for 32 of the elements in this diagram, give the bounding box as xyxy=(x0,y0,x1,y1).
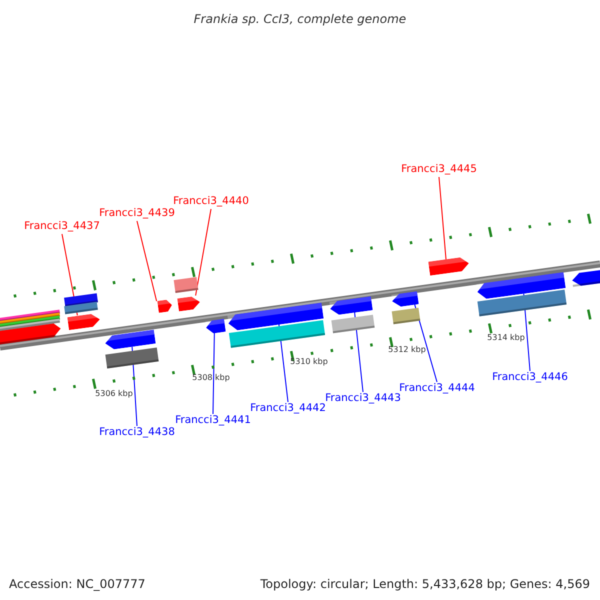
gene-feature xyxy=(157,299,173,313)
gene-feature xyxy=(476,272,566,300)
leader-line xyxy=(195,208,212,296)
leader-line xyxy=(212,332,215,414)
scale-label: 5310 kbp xyxy=(290,356,328,368)
gene-feature xyxy=(329,296,373,316)
gene-feature xyxy=(177,295,201,311)
genome-info-text: Topology: circular; Length: 5,433,628 bp; Genes: 4,569 xyxy=(260,576,590,593)
scale-label: 5314 kbp xyxy=(487,332,525,344)
scale-label: 5306 kbp xyxy=(95,388,133,400)
gene-feature xyxy=(67,312,101,330)
gene-label: Francci3_4441 xyxy=(175,413,251,429)
gene-label: Francci3_4444 xyxy=(399,381,475,397)
gene-feature xyxy=(226,302,324,332)
leader-line xyxy=(438,176,446,260)
gene-label: Francci3_4445 xyxy=(401,162,477,178)
gene-label: Francci3_4438 xyxy=(99,425,175,441)
gene-label: Francci3_4443 xyxy=(325,391,401,407)
gene-feature xyxy=(391,290,419,308)
gene-label: Francci3_4440 xyxy=(173,194,249,210)
gene-feature xyxy=(428,256,470,276)
scale-label: 5312 kbp xyxy=(388,344,426,356)
gene-label: Francci3_4442 xyxy=(250,401,326,417)
title: Frankia sp. CcI3, complete genome xyxy=(192,11,408,28)
gene-label: Francci3_4437 xyxy=(24,219,100,235)
gene-feature xyxy=(204,318,226,334)
gene-label: Francci3_4446 xyxy=(492,370,568,386)
gene-label: Francci3_4439 xyxy=(99,206,175,222)
leader-line xyxy=(136,220,158,302)
gene-feature xyxy=(104,330,156,350)
accession-text: Accession: NC_007777 xyxy=(9,576,146,593)
scale-label: 5308 kbp xyxy=(192,372,230,384)
